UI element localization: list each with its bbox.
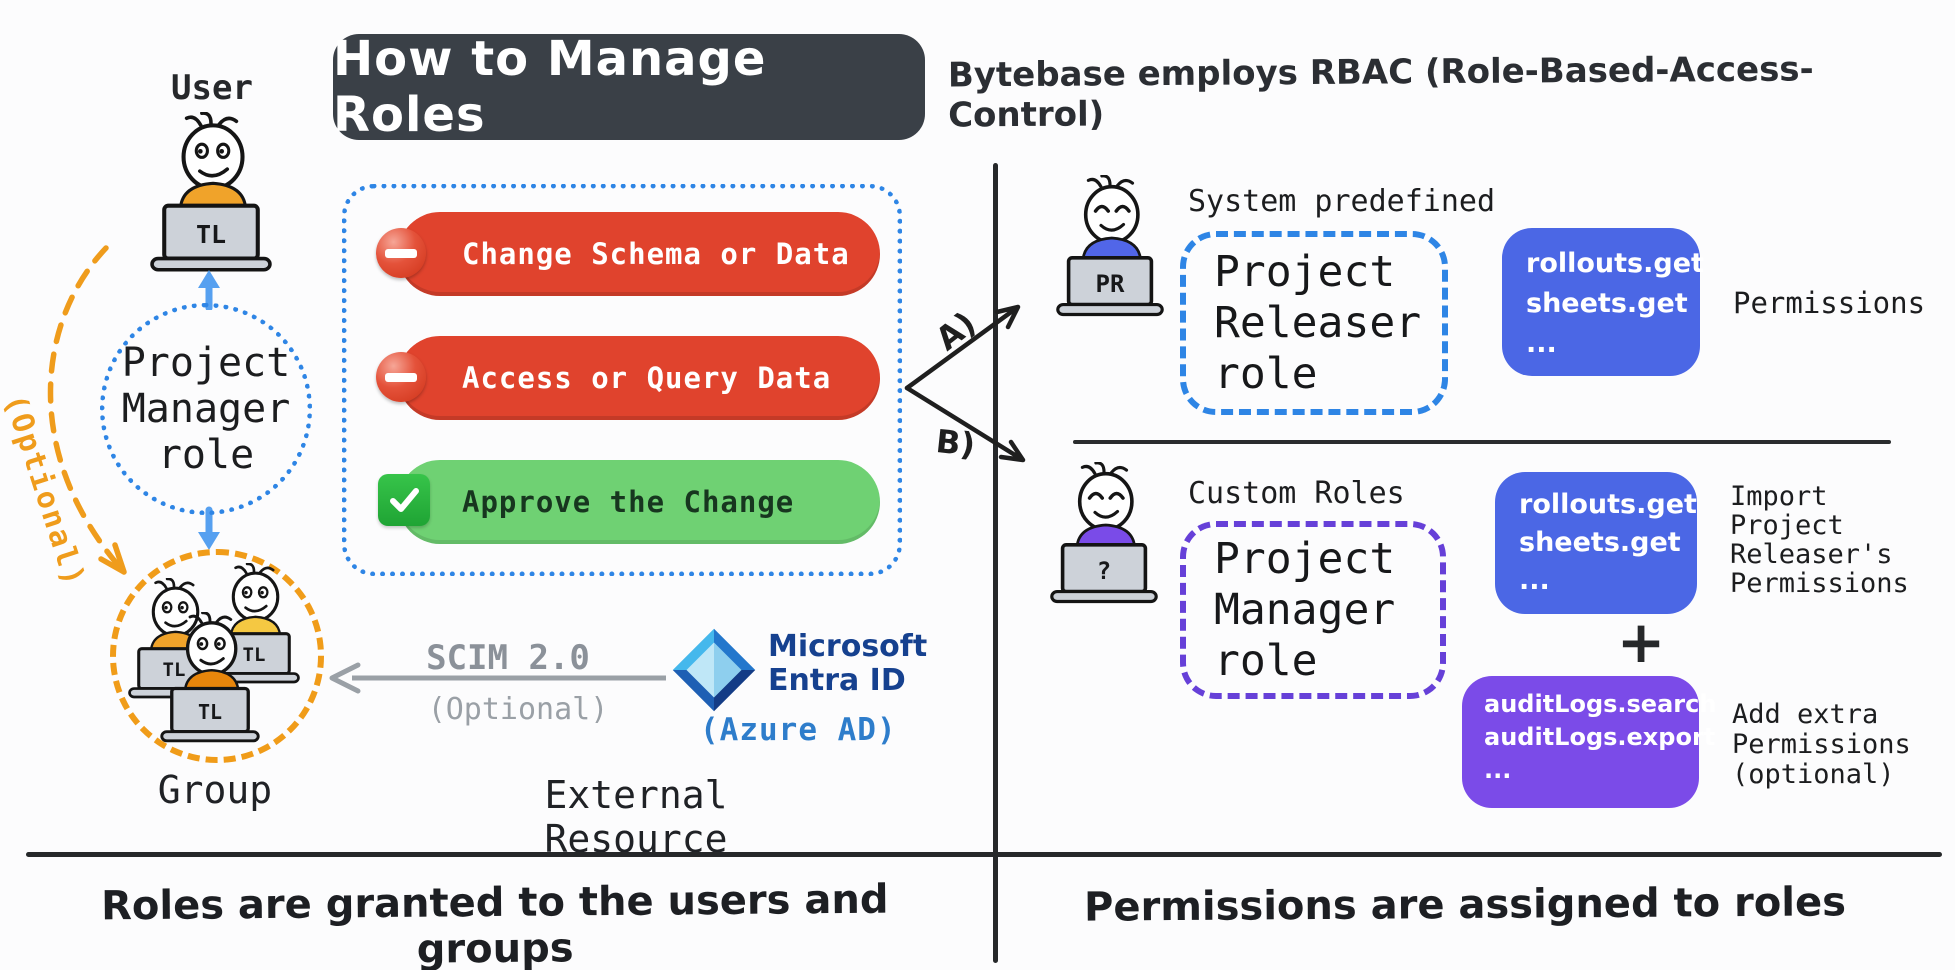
group-circle [110, 549, 324, 763]
group-person-3: TL [160, 612, 260, 745]
permissions-list: rollouts.get sheets.get ... [1526, 248, 1704, 359]
group-person-1: TL [128, 578, 220, 701]
branch-b-label: B) [934, 422, 977, 464]
extra-permissions-box: auditLogs.search auditLogs.export ... [1462, 676, 1717, 808]
entra-brand-line1: Microsoft [768, 629, 928, 664]
group-person-2: TL [208, 563, 300, 686]
permissions-note: Permissions [1733, 286, 1926, 320]
vertical-divider [993, 163, 998, 963]
action-pill-access-query: Access or Query Data [398, 336, 880, 420]
releaser-laptop-label: PR [1095, 270, 1125, 299]
right-section-divider [1073, 440, 1891, 444]
entra-id-logo-icon [672, 628, 756, 712]
title-banner: How to Manage Roles [333, 31, 925, 143]
user-person: TL [150, 112, 272, 275]
action-label: Approve the Change [462, 485, 795, 519]
page-title: How to Manage Roles [333, 31, 767, 143]
project-releaser-role-box: Project Releaser role [1180, 231, 1448, 415]
role-box-text: Project Manager role [1214, 533, 1396, 686]
entra-brand-name: Microsoft Entra ID [768, 630, 927, 698]
action-label: Change Schema or Data [462, 237, 850, 271]
action-pill-change-schema: Change Schema or Data [398, 212, 880, 296]
person-icon [160, 612, 260, 745]
check-icon [378, 474, 430, 526]
imported-permissions-box: rollouts.get sheets.get ... [1495, 472, 1697, 614]
role-box-text: Project Releaser role [1214, 246, 1422, 399]
branch-arrows [904, 304, 1026, 463]
action-label: Access or Query Data [462, 361, 832, 395]
imported-permissions-note: Import Project Releaser's Permissions [1730, 481, 1909, 599]
group-label: Group [157, 768, 273, 812]
extra-permissions-note: Add extra Permissions (optional) [1732, 699, 1911, 790]
left-caption: Roles are granted to the users and group… [100, 876, 889, 970]
person-icon [150, 112, 272, 275]
system-predefined-label: System predefined [1188, 184, 1496, 219]
project-manager-role-circle: Project Manager role [100, 303, 312, 515]
custom-role-person: ? [1050, 462, 1158, 606]
scim-label: SCIM 2.0 [426, 638, 590, 678]
no-entry-icon [376, 352, 426, 402]
subtitle-text: Bytebase employs RBAC (Role-Based-Access… [947, 49, 1814, 136]
project-manager-role-box: Project Manager role [1180, 521, 1446, 699]
entra-brand-line2: Entra ID [768, 663, 906, 698]
external-resource-label: External Resource [544, 773, 728, 861]
group-laptop-label-1: TL [162, 659, 186, 682]
right-caption: Permissions are assigned to roles [1083, 879, 1847, 931]
no-entry-icon [376, 228, 426, 278]
action-pill-approve: Approve the Change [398, 460, 880, 544]
custom-laptop-label: ? [1096, 557, 1112, 586]
user-laptop-label: TL [195, 219, 227, 249]
custom-roles-label: Custom Roles [1188, 476, 1405, 511]
bottom-divider [26, 852, 1942, 857]
azure-ad-label: (Azure AD) [700, 712, 897, 748]
permissions-list: auditLogs.search auditLogs.export ... [1484, 690, 1717, 784]
releaser-person: PR [1056, 175, 1164, 319]
releaser-permissions-box: rollouts.get sheets.get ... [1502, 228, 1704, 376]
scim-arrow [329, 662, 666, 694]
actions-container [342, 184, 902, 576]
optional-dashed-arrow [47, 245, 127, 575]
permissions-list: rollouts.get sheets.get ... [1519, 489, 1697, 596]
role-circle-text: Project Manager role [121, 340, 291, 478]
group-laptop-label-3: TL [197, 699, 223, 724]
plus-sign: + [1616, 608, 1666, 676]
user-label: User [171, 68, 253, 108]
scim-optional-label: (Optional) [427, 692, 609, 727]
group-laptop-label-2: TL [242, 644, 266, 667]
